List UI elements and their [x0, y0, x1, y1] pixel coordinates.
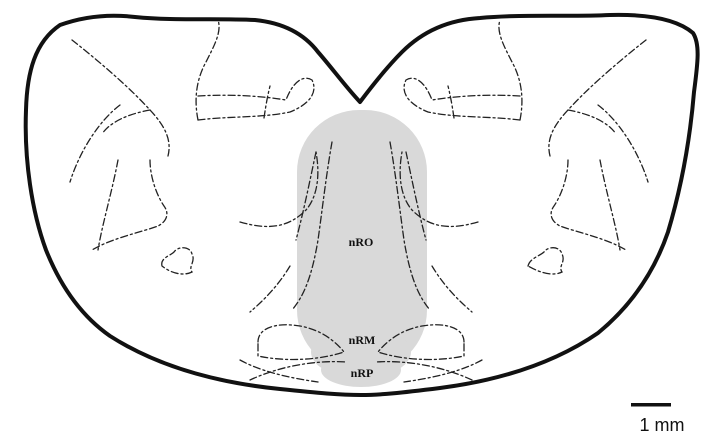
nrm-label: nRM: [349, 333, 376, 347]
scale-bar-label: 1 mm: [640, 415, 685, 435]
scale-bar: [631, 403, 671, 407]
nro-label: nRO: [349, 235, 374, 249]
nrp-label: nRP: [351, 366, 374, 380]
